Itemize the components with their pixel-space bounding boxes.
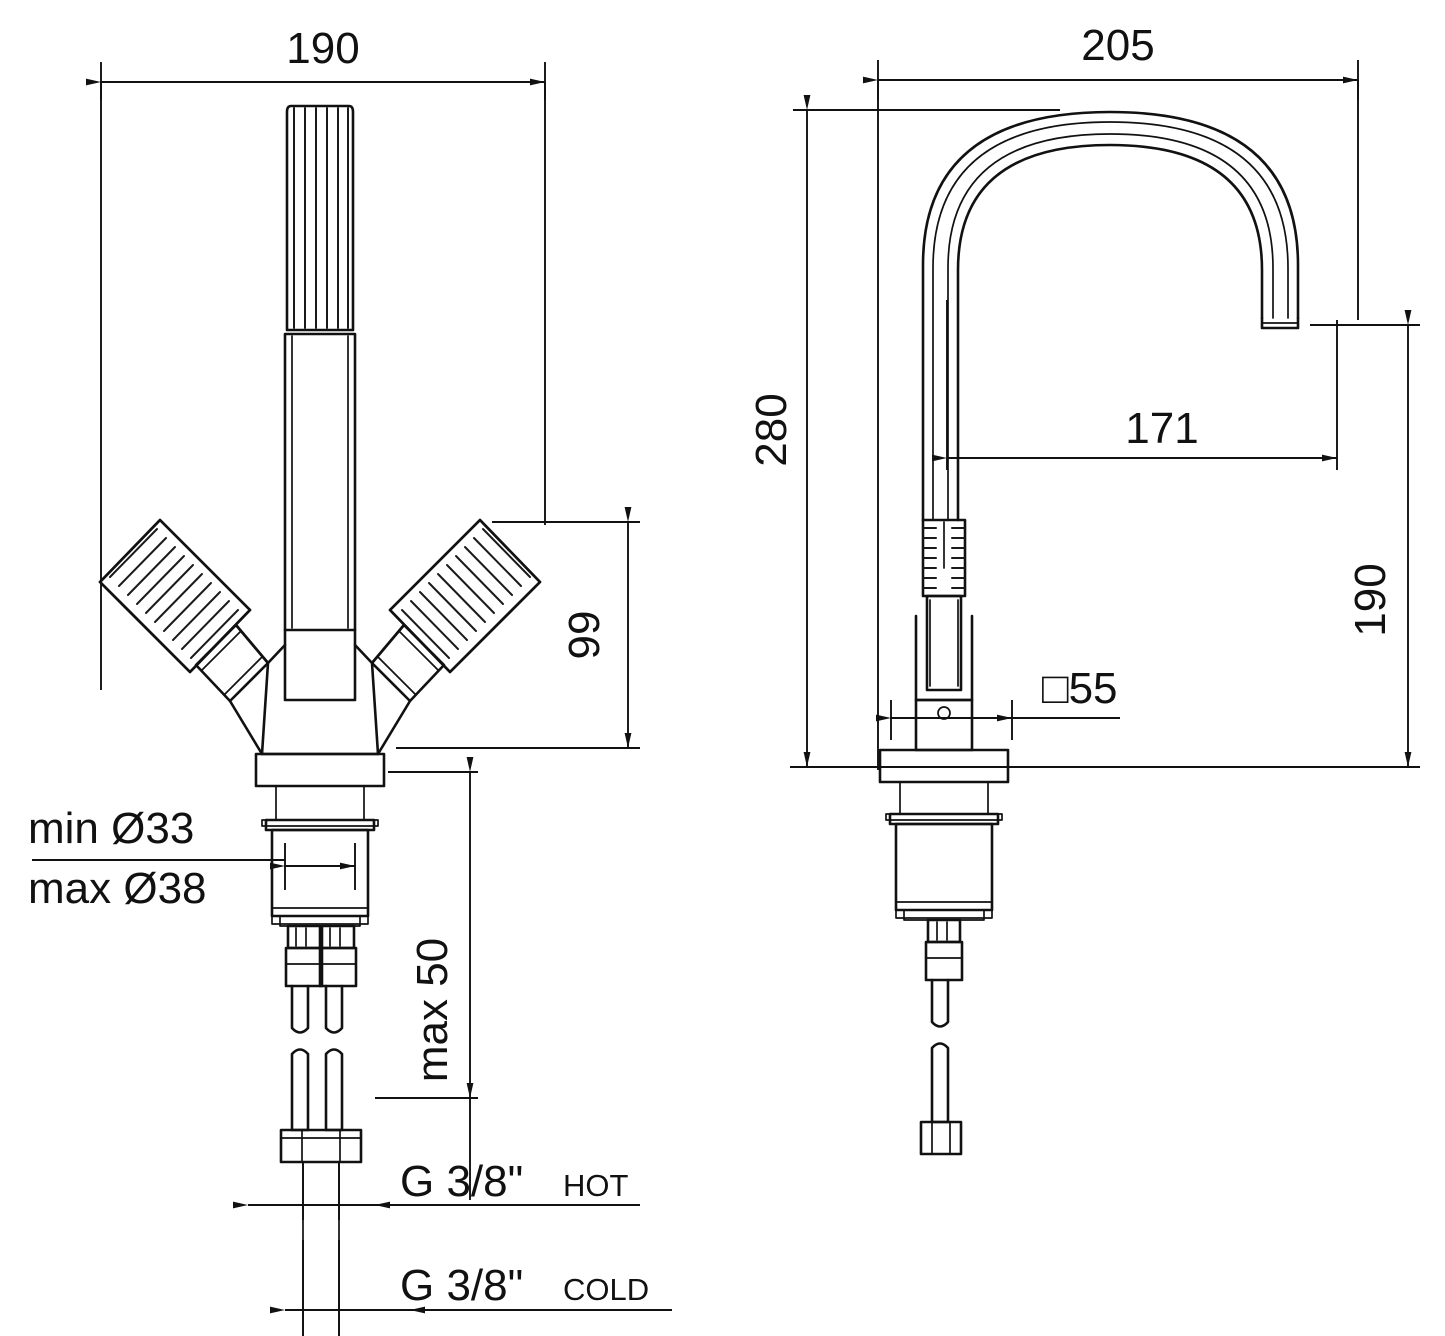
dimension-reach-171 [932,300,1338,470]
side-supply-hose [919,918,964,1156]
side-view-group [790,60,1420,1156]
label-supply-hot-group: G 3/8" HOT [400,1157,629,1206]
side-knurled-collar [914,518,974,752]
label-min-diameter-33: min Ø33 [28,804,194,853]
label-supply-hot: G 3/8" [400,1157,523,1206]
label-supply-cold-group: G 3/8" COLD [400,1261,649,1310]
front-spout-fluted-top [285,104,355,335]
front-bore-gauge [270,843,356,890]
dimension-height-99 [396,507,640,749]
front-supply-hoses [279,924,363,1336]
label-supply-cold: G 3/8" [400,1261,523,1310]
label-max-diameter-38: max Ø38 [28,864,207,913]
label-height-99: 99 [560,611,609,660]
label-supply-hot-suffix: HOT [563,1168,629,1203]
label-height-190: 190 [1346,563,1395,636]
label-reach-205: 205 [1081,21,1154,70]
label-max-50: max 50 [408,938,457,1082]
label-reach-171: 171 [1125,404,1198,453]
dimension-max-50 [375,757,478,1200]
label-width-190: 190 [286,24,359,73]
dimension-square-55 [876,700,1120,740]
dimension-supply-hot [233,1162,640,1220]
front-center-column [283,332,357,632]
label-height-280: 280 [747,393,796,466]
label-square-55: □55 [1042,664,1118,713]
front-handle-right [370,518,542,703]
front-view-group [32,62,672,1336]
dimension-supply-cold [270,1240,672,1336]
front-body-yoke [228,623,412,756]
side-mounting-base [878,748,1010,921]
front-handle-left [98,518,270,703]
front-mounting-base [254,752,386,927]
side-spout-arch [921,110,1300,522]
label-supply-cold-suffix: COLD [563,1272,649,1307]
